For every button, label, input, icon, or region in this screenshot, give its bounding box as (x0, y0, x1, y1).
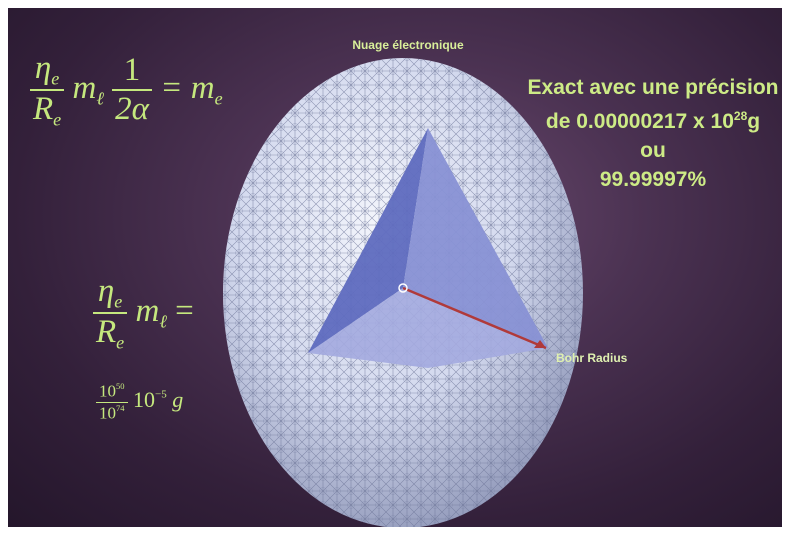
precision-line-4: 99.99997% (599, 168, 707, 191)
slide-photo: Nuage électronique Bohr Radius Exact ave… (8, 8, 782, 527)
one-over-two-alpha-fraction: 1 2α (112, 52, 152, 128)
precision-line-1: Exact avec une précision (527, 76, 779, 99)
cutaway-floor (308, 288, 548, 368)
sphere-caption: Nuage électronique (352, 38, 464, 52)
cutaway-right-face (403, 128, 548, 348)
bohr-radius-arrowhead (534, 340, 546, 348)
cutaway-left-face (308, 128, 428, 353)
formula-eta-ratio: ηe Re mℓ = (93, 273, 194, 354)
bohr-radius-label: Bohr Radius (556, 351, 628, 365)
eta-over-r-fraction: ηe Re (30, 50, 65, 131)
electron-cloud-sphere (223, 58, 583, 527)
formula-numeric-value: 1050 1074 10−5 g (96, 381, 183, 423)
formula-mass-equation: ηe Re mℓ 1 2α = me (30, 50, 223, 131)
precision-line-2: de 0.00000217 x 1028g (545, 109, 761, 133)
nucleus-marker (398, 283, 408, 293)
precision-line-3: ou (640, 139, 666, 162)
bohr-radius-arrow (402, 286, 547, 350)
precision-statement: Exact avec une précision de 0.00000217 x… (508, 73, 782, 194)
